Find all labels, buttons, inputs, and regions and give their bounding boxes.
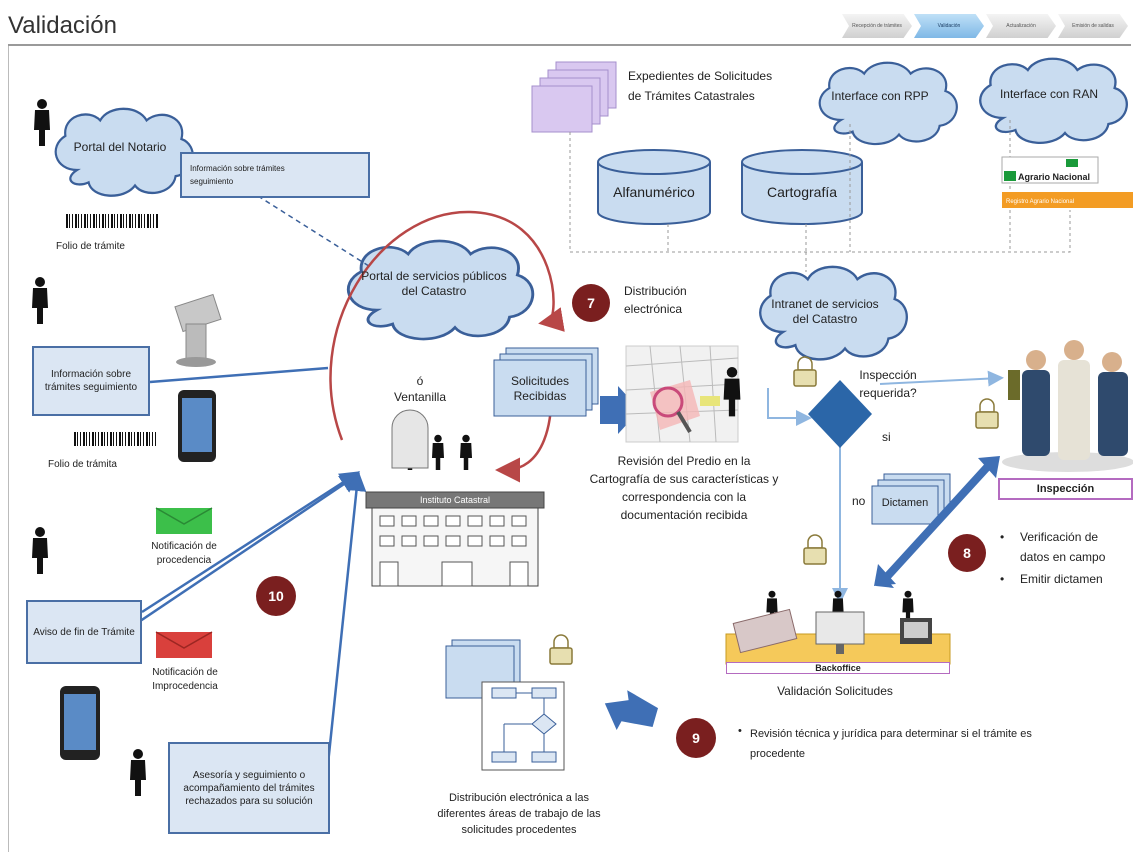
phone-icon-1 [178, 390, 216, 462]
step-recepcion[interactable]: Recepción de trámites [842, 14, 912, 38]
verif-line-1: Verificación de [1020, 530, 1099, 544]
ran-label: Agrario Nacional [1018, 172, 1091, 182]
envelope-red-icon [155, 631, 213, 658]
info-box-top: Información sobre trámites seguimiento [180, 152, 370, 198]
cartografia-label: Cartografía [766, 183, 838, 200]
notif-improcedencia-label: Notificación de Improcedencia [152, 667, 218, 692]
ran-logo [1001, 156, 1133, 208]
expedientes-label: Expedientes de Solicitudes de Trámites C… [628, 69, 773, 103]
step-number-9: 9 [676, 718, 716, 758]
step-number-7: 7 [572, 284, 610, 322]
verif-line-2: datos en campo [1020, 550, 1106, 564]
backoffice-label: Backoffice [726, 662, 950, 674]
revision-tecnica-label: Revisión técnica y jurídica para determi… [750, 728, 1032, 760]
kiosk-icon [174, 293, 222, 367]
revision-predio-label: Revisión del Predio en la Cartografía de… [589, 454, 779, 522]
dictamen-stack-icon [871, 473, 951, 525]
distribucion-final-label: Distribución electrónica a las diferente… [437, 792, 601, 836]
big-arrow-left [604, 690, 659, 731]
instituto-building-icon [365, 491, 545, 587]
phone-icon-2 [60, 686, 100, 760]
notif-procedencia-label: Notificación de procedencia [151, 541, 217, 566]
aviso-fin-box: Aviso de fin de Trámite [26, 600, 142, 664]
ran-orange-label: Registro Agrario Nacional [1006, 199, 1075, 205]
step-emision[interactable]: Emisión de salidas [1058, 14, 1128, 38]
step-number-8: 8 [948, 534, 986, 572]
light-connectors [767, 370, 1004, 604]
ventanilla-label: Ventanilla [393, 390, 447, 404]
left-connectors [111, 366, 367, 765]
step-validacion[interactable]: Validación [914, 14, 984, 38]
database-cartografia-icon [741, 149, 863, 225]
interface-rpp-label[interactable]: Interface con RPP [831, 88, 929, 103]
solicitudes-label: Solicitudes Recibidas [510, 374, 570, 403]
inspeccion-label: Inspección [998, 478, 1133, 500]
validacion-solicitudes-label: Validación Solicitudes [777, 684, 893, 698]
alfanumerico-label: Alfanumérico [613, 183, 695, 200]
bullet-1: • [1000, 530, 1005, 544]
o-label: ó [416, 374, 424, 388]
si-label: si [882, 430, 891, 444]
header-divider [8, 44, 1131, 46]
step-actualizacion[interactable]: Actualización [986, 14, 1056, 38]
workers-photo [1002, 340, 1133, 472]
page-title: Validación [8, 12, 117, 39]
solicitudes-stack-icon [493, 347, 599, 417]
backoffice-desk-icon [725, 608, 951, 665]
barcode-icon-2 [74, 432, 156, 446]
left-divider [8, 46, 9, 852]
emitir-label: Emitir dictamen [1020, 572, 1103, 586]
folio-label-2: Folio de trámita [48, 459, 117, 470]
bullet-2: • [1000, 572, 1005, 586]
no-label: no [852, 494, 866, 508]
asesoria-box: Asesoría y seguimiento o acompañamiento … [168, 742, 330, 834]
expedientes-stack-icon [531, 61, 617, 133]
intranet-label[interactable]: Intranet de servicios del Catastro [771, 297, 879, 326]
padlock-icons [341, 160, 999, 665]
folio-label-1: Folio de trámite [56, 241, 125, 252]
barcode-icon-1 [66, 214, 158, 228]
map-thumbnail [625, 345, 739, 443]
step-number-10: 10 [256, 576, 296, 616]
dashed-connector [257, 195, 373, 269]
flowchart-icon [445, 639, 565, 771]
info-box-mid: Información sobre trámites seguimiento [32, 346, 150, 416]
envelope-green-icon [155, 507, 213, 534]
dictamen-label: Dictamen [881, 497, 929, 509]
database-alfanumerico-icon [597, 149, 711, 225]
interface-ran-label[interactable]: Interface con RAN [999, 86, 1099, 101]
inspeccion-requerida-label: Inspección requerida? [859, 368, 917, 400]
decision-diamond [808, 380, 872, 448]
bullet-9: • [738, 725, 742, 737]
distribucion-elec-label: Distribución electrónica [624, 284, 687, 316]
red-loop-arrow [329, 210, 565, 441]
portal-notario-label[interactable]: Portal del Notario [73, 139, 167, 154]
portal-servicios-label[interactable]: Portal de servicios públicos del Catastr… [361, 269, 507, 298]
network-dotted-lines [569, 120, 1071, 272]
ventanilla-icon [391, 409, 429, 469]
instituto-label: Instituto Catastral [419, 495, 491, 505]
big-arrow-right [600, 386, 640, 434]
